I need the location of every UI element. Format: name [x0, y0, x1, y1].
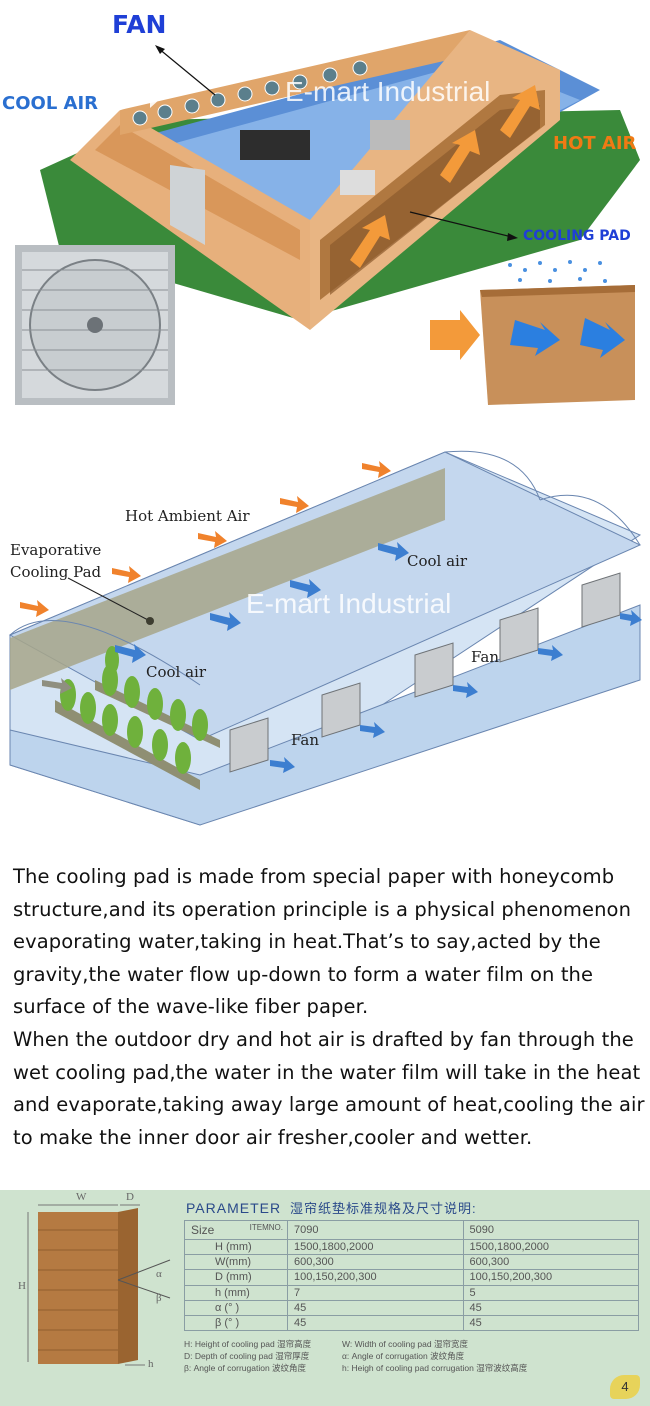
evaporative-label-line1: Evaporative: [10, 541, 102, 559]
fan-right-label: Fan: [471, 648, 499, 666]
table-cell: 100,150,200,300: [462, 1269, 639, 1286]
description-paragraph-2: When the outdoor dry and hot air is draf…: [13, 1027, 645, 1149]
dim-w-label: W: [76, 1191, 87, 1203]
table-row: D (mm) 100,150,200,300 100,150,200,300: [184, 1269, 639, 1286]
dim-h-label: H: [18, 1280, 26, 1292]
table-cell: 5: [462, 1284, 639, 1301]
hot-ambient-air-label: Hot Ambient Air: [125, 507, 250, 525]
legend-item: h: Heigh of cooling pad corrugation 湿帘波纹…: [342, 1363, 528, 1373]
table-header-size: Size: [191, 1222, 215, 1237]
dim-alpha-label: α: [156, 1268, 162, 1280]
table-row-label: W(mm): [184, 1254, 288, 1271]
table-header-col2: 5090: [462, 1220, 639, 1240]
table-header-col1: 7090: [287, 1220, 464, 1240]
house-diagram: FAN COOL AIR HOT AIR COOLING PAD E-mart …: [0, 0, 650, 420]
table-row-label: β (° ): [184, 1314, 288, 1332]
description-paragraph-1: The cooling pad is made from special pap…: [13, 865, 632, 1019]
legend-item: β: Angle of corrugation 波纹角度: [184, 1363, 307, 1373]
table-row: H (mm) 1500,1800,2000 1500,1800,2000: [184, 1238, 639, 1256]
table-row-label: H (mm): [184, 1238, 288, 1256]
table-header-row: Size ITEMNO. 7090 5090: [184, 1220, 639, 1240]
page-number: 4: [621, 1379, 629, 1394]
cool-air-left-label: Cool air: [146, 663, 207, 681]
table-cell: 45: [287, 1299, 464, 1316]
table-cell: 1500,1800,2000: [287, 1238, 464, 1256]
table-row-label: α (° ): [184, 1299, 288, 1316]
legend-item: W: Width of cooling pad 湿帘宽度: [342, 1339, 468, 1349]
legend-item: H: Height of cooling pad 湿帘高度: [184, 1339, 312, 1349]
parameter-title-cn: 湿帘纸垫标准规格及尺寸说明:: [289, 1201, 477, 1216]
table-row: β (° ) 45 45: [184, 1314, 639, 1332]
legend-row: D: Depth of cooling pad 湿帘厚度 α: Angle of…: [184, 1350, 644, 1362]
table-cell: 45: [287, 1314, 464, 1332]
legend-row: H: Height of cooling pad 湿帘高度 W: Width o…: [184, 1338, 644, 1350]
watermark: E-mart Industrial: [285, 76, 491, 107]
table-cell: 45: [462, 1299, 639, 1316]
fan-left-label: Fan: [291, 731, 319, 749]
fan-label: FAN: [112, 10, 167, 39]
table-cell: 45: [462, 1314, 639, 1332]
cooling-pad-drawing: [27, 1204, 171, 1366]
evaporative-label-line2: Cooling Pad: [10, 563, 102, 581]
parameter-title-en: PARAMETER: [186, 1200, 282, 1216]
dim-h-small-label: h: [148, 1358, 154, 1370]
table-row-label: D (mm): [184, 1269, 288, 1286]
watermark: E-mart Industrial: [246, 588, 452, 619]
cooling-pad-label: COOLING PAD: [523, 228, 631, 244]
parameter-title: PARAMETER 湿帘纸垫标准规格及尺寸说明:: [186, 1198, 477, 1217]
parameter-table: Size ITEMNO. 7090 5090 H (mm) 1500,1800,…: [184, 1220, 639, 1332]
hot-air-label: HOT AIR: [553, 133, 637, 154]
dim-d-label: D: [126, 1191, 134, 1203]
description-text: The cooling pad is made from special pap…: [13, 861, 645, 1154]
table-header-item-no: ITEMNO.: [249, 1223, 283, 1232]
table-cell: 100,150,200,300: [287, 1269, 464, 1286]
legend-item: D: Depth of cooling pad 湿帘厚度: [184, 1351, 310, 1361]
greenhouse-illustration: [8, 450, 642, 826]
table-cell: 600,300: [462, 1254, 639, 1271]
page-number-badge: 4: [610, 1375, 640, 1399]
table-cell: 1500,1800,2000: [462, 1238, 639, 1256]
table-cell: 600,300: [287, 1254, 464, 1271]
table-cell: 7: [287, 1284, 464, 1301]
house-illustration: [15, 30, 640, 405]
table-header-size-cell: Size ITEMNO.: [184, 1220, 288, 1240]
cool-air-top-label: Cool air: [407, 552, 468, 570]
cool-air-label: COOL AIR: [2, 93, 99, 114]
greenhouse-diagram: Hot Ambient Air Evaporative Cooling Pad …: [0, 440, 650, 840]
table-row: W(mm) 600,300 600,300: [184, 1254, 639, 1271]
table-row: h (mm) 7 5: [184, 1284, 639, 1301]
table-row-label: h (mm): [184, 1284, 288, 1301]
dim-beta-label: β: [156, 1292, 162, 1304]
table-row: α (° ) 45 45: [184, 1299, 639, 1316]
parameter-legend: H: Height of cooling pad 湿帘高度 W: Width o…: [184, 1338, 644, 1374]
legend-item: α: Angle of corrugation 波纹角度: [342, 1351, 465, 1361]
parameter-panel: W D H α β h PARAMETER 湿帘纸垫标准规格及尺寸说明: Siz…: [0, 1190, 650, 1406]
legend-row: β: Angle of corrugation 波纹角度 h: Heigh of…: [184, 1362, 644, 1374]
